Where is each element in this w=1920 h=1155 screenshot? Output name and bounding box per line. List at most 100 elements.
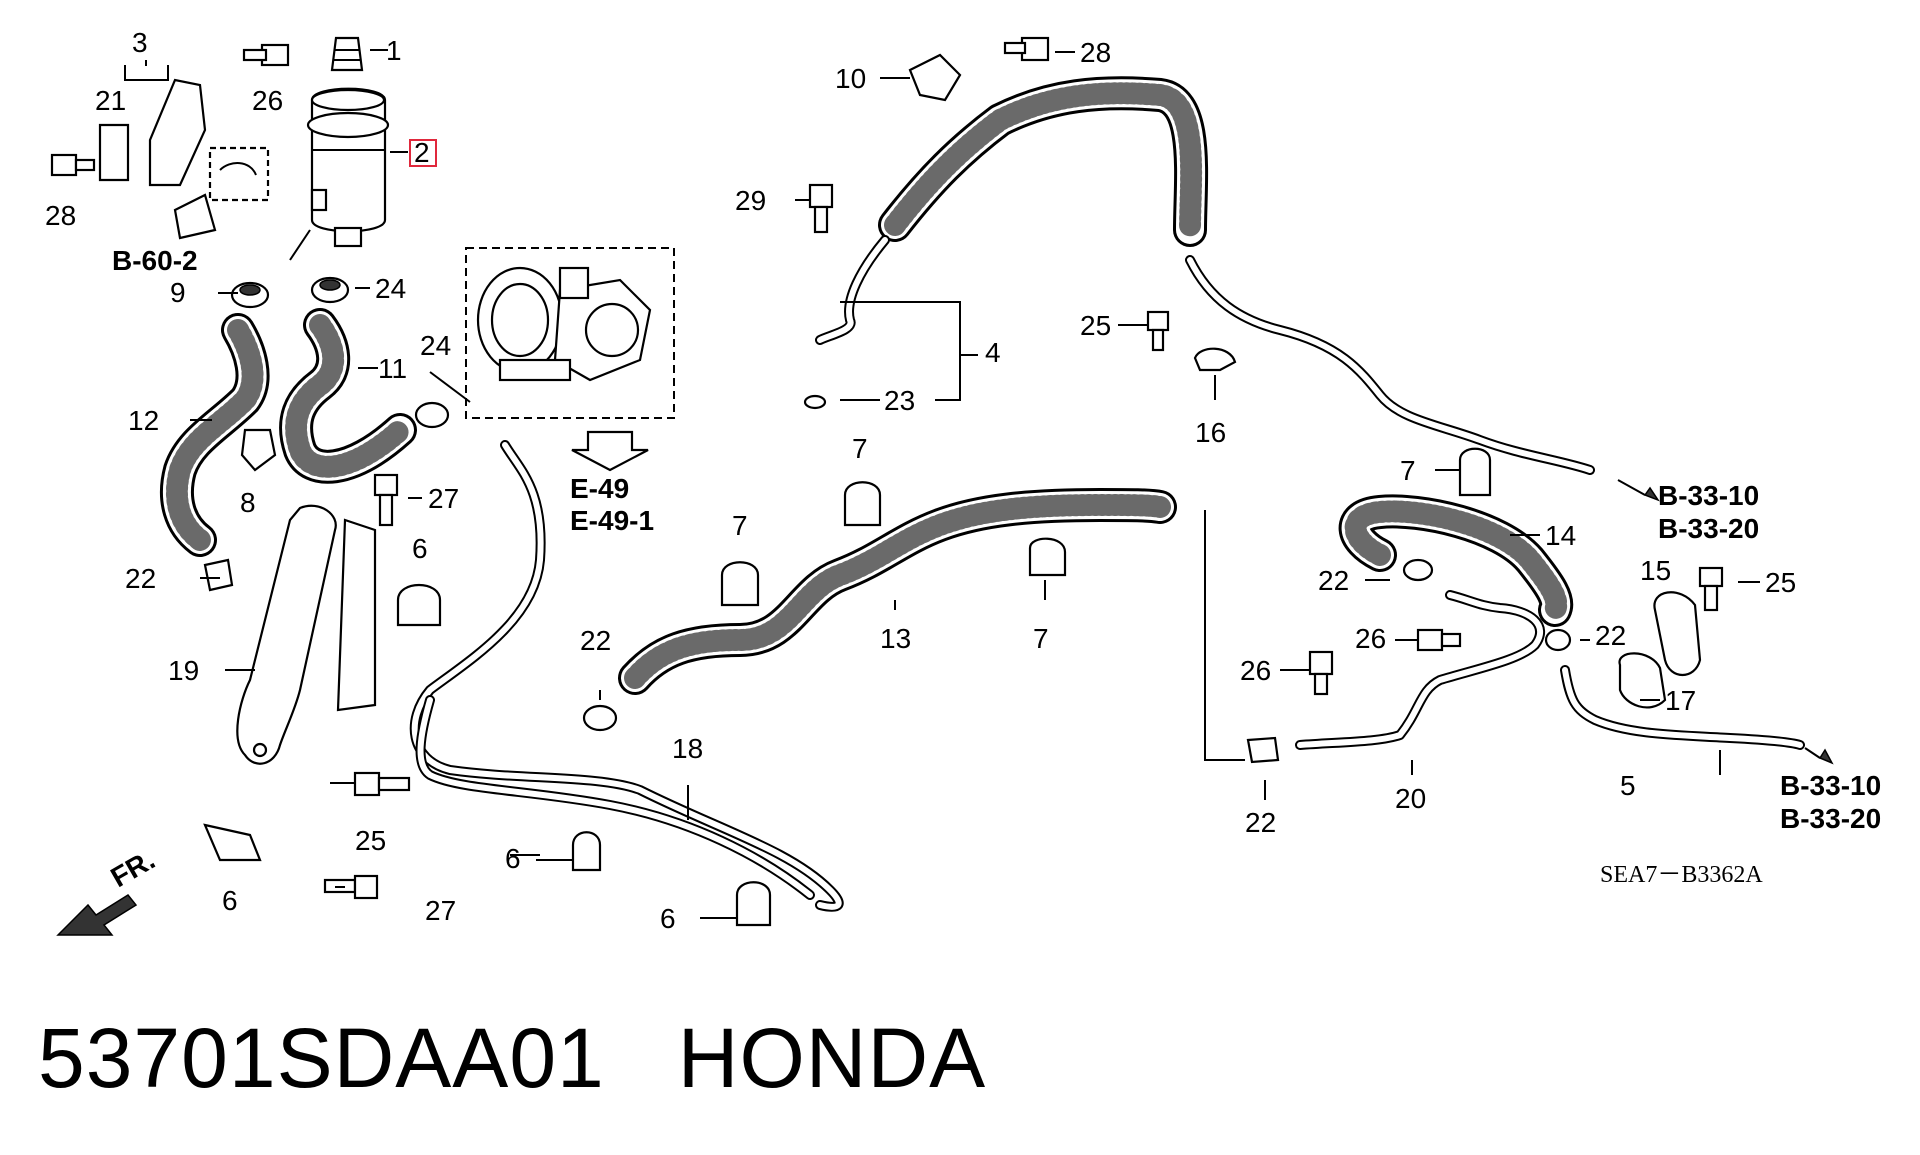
callout-7-a: 7 [852, 433, 868, 464]
clip-22-bottom [1246, 736, 1280, 764]
callout-26-a: 26 [252, 85, 283, 116]
callout-4: 4 [985, 337, 1001, 368]
callout-25-b: 25 [355, 825, 386, 856]
callout-20: 20 [1395, 783, 1426, 814]
ref-e-49: E-49 [570, 473, 629, 504]
callout-28-b: 28 [1080, 37, 1111, 68]
clip-22-mid [582, 704, 618, 732]
callout-10: 10 [835, 63, 866, 94]
bolt-27-top [373, 473, 399, 527]
arrow-e49 [571, 430, 649, 472]
callout-24-b: 24 [420, 330, 451, 361]
callout-1: 1 [386, 35, 402, 66]
pipe-20 [1295, 590, 1546, 750]
callout-28-a: 28 [45, 200, 76, 231]
callout-24-a: 24 [375, 273, 406, 304]
clamp-23 [803, 394, 827, 410]
callout-7-d: 7 [1400, 455, 1416, 486]
power-steering-pump [476, 266, 652, 382]
pipe-5 [1560, 665, 1805, 750]
callout-23: 23 [884, 385, 915, 416]
ref-b-33-10-bottom: B-33-10 [1780, 770, 1881, 801]
callout-19: 19 [168, 655, 199, 686]
callout-29: 29 [735, 185, 766, 216]
callout-6-b: 6 [222, 885, 238, 916]
clamp-9 [230, 281, 270, 309]
callout-7-b: 7 [732, 510, 748, 541]
callout-26-b: 26 [1355, 623, 1386, 654]
callout-25-c: 25 [1765, 567, 1796, 598]
callout-18: 18 [672, 733, 703, 764]
callout-5: 5 [1620, 770, 1636, 801]
callout-27-a: 27 [428, 483, 459, 514]
callout-26-c: 26 [1240, 655, 1271, 686]
pipe-to-b33-top [1185, 255, 1595, 475]
callout-2-highlight [409, 139, 437, 167]
front-direction-label: FR. [106, 844, 161, 893]
bolt-28-top [1003, 36, 1050, 62]
callout-6-d: 6 [660, 903, 676, 934]
bolt-25-right [1698, 566, 1724, 612]
mount-15 [1653, 591, 1702, 676]
callout-3: 3 [132, 27, 148, 58]
ref-e-49-1: E-49-1 [570, 505, 654, 536]
stay-19 [236, 504, 377, 765]
hose-14 [1338, 494, 1574, 627]
callout-22-d: 22 [1595, 620, 1626, 651]
callout-25-a: 25 [1080, 310, 1111, 341]
ref-b-33-20-top: B-33-20 [1658, 513, 1759, 544]
reservoir-tank [306, 87, 390, 248]
hose-4-pressure [878, 76, 1209, 247]
callout-21: 21 [95, 85, 126, 116]
bolt-26-right-a [1416, 628, 1462, 652]
bolt-26-right-b [1308, 650, 1334, 696]
callout-9: 9 [170, 277, 186, 308]
pipe-18 [409, 440, 844, 912]
hose-12 [160, 313, 270, 557]
bolt-25-top [1146, 310, 1170, 352]
callout-13: 13 [880, 623, 911, 654]
footer-brand: HONDA [677, 1011, 987, 1105]
ref-b-33-20-bottom: B-33-20 [1780, 803, 1881, 834]
callout-15: 15 [1640, 555, 1671, 586]
clamp-6-bottom [735, 881, 772, 927]
callout-12: 12 [128, 405, 159, 436]
bolt-25-left [353, 771, 411, 797]
clamp-6-upper [396, 583, 442, 627]
ref-b-33-10-top: B-33-10 [1658, 480, 1759, 511]
callout-27-b: 27 [425, 895, 456, 926]
clip-22-right-b [1544, 628, 1572, 652]
reservoir-cap [330, 36, 364, 72]
callout-2: 2 [414, 137, 430, 168]
bracket-3 [98, 78, 270, 202]
bolt-26-top [242, 43, 290, 67]
clamp-7-c [1028, 537, 1067, 577]
callout-numbers: 1 2 3 4 5 6 6 6 6 7 7 7 7 8 9 10 11 12 1… [45, 27, 1796, 934]
clamp-24-top [310, 276, 350, 304]
callout-6-c: 6 [505, 843, 521, 874]
callout-16: 16 [1195, 417, 1226, 448]
callout-14: 14 [1545, 520, 1576, 551]
callout-7-c: 7 [1033, 623, 1049, 654]
clip-8 [240, 428, 277, 472]
clamp-6-lower-left [203, 823, 262, 862]
callout-22-a: 22 [125, 563, 156, 594]
clamp-7-a [843, 481, 882, 527]
diagram-code: SEA7－B3362A [1600, 862, 1763, 888]
hose-11 [279, 308, 417, 484]
clamp-24-pump [414, 401, 450, 429]
front-direction-arrow [56, 894, 138, 936]
leader-lines [124, 49, 1760, 919]
callout-17: 17 [1665, 685, 1696, 716]
clip-22-right-a [1402, 558, 1434, 582]
bracket-10 [908, 53, 962, 102]
bolt-28-left [50, 153, 96, 177]
clamp-16 [1193, 347, 1237, 372]
callout-11: 11 [378, 353, 407, 384]
callout-8: 8 [240, 487, 256, 518]
callout-22-b: 22 [580, 625, 611, 656]
bolt-27-bottom [323, 874, 379, 900]
footer-caption: 53701SDAA01 HONDA [38, 1010, 986, 1107]
